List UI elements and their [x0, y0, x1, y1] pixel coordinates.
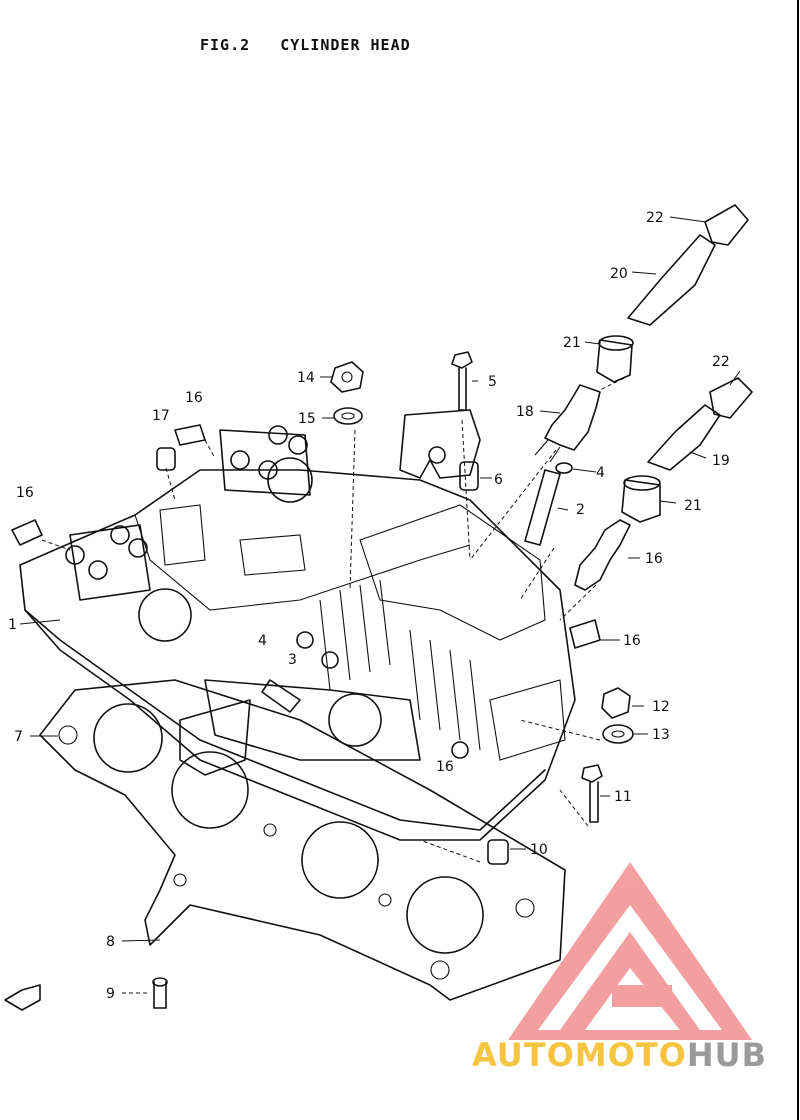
label-22-top: 22 [646, 210, 664, 226]
label-15: 15 [298, 411, 316, 427]
label-13: 13 [652, 727, 670, 743]
watermark-text-part2: HUB [686, 1036, 768, 1074]
guide-2 [524, 469, 561, 546]
watermark-text: AUTOMOTOHUB [472, 1036, 767, 1074]
intake-stub [179, 699, 251, 776]
plug-lead-20 [627, 234, 716, 326]
label-9: 9 [106, 986, 115, 1002]
label-14: 14 [297, 370, 315, 386]
label-4-top: 4 [596, 465, 605, 481]
watermark-text-part1: AUTOMOTO [472, 1036, 687, 1074]
plug-lead-19 [647, 404, 721, 471]
label-7: 7 [14, 729, 23, 745]
plug-cap-21b [621, 475, 661, 523]
nut-12 [601, 687, 631, 719]
nut-14 [330, 361, 364, 393]
bolt-9 [152, 977, 168, 1009]
cap-plug-16-right [569, 619, 601, 649]
watermark-logo [508, 862, 752, 1040]
label-10: 10 [530, 842, 548, 858]
right-border [797, 0, 799, 1120]
spark-plug-18 [534, 384, 601, 463]
bolt-11 [581, 764, 603, 823]
label-16-top: 16 [185, 390, 203, 406]
bolt-5 [451, 351, 473, 411]
label-3: 3 [288, 652, 297, 668]
plug-17 [156, 447, 176, 471]
label-16-right: 16 [623, 633, 641, 649]
label-16-bottom: 16 [436, 759, 454, 775]
label-18: 18 [516, 404, 534, 420]
label-12: 12 [652, 699, 670, 715]
label-1: 1 [8, 617, 17, 633]
label-6: 6 [494, 472, 503, 488]
label-20: 20 [610, 266, 628, 282]
cap-plug-16-left [11, 519, 43, 546]
label-5: 5 [488, 374, 497, 390]
cam-holder [399, 409, 481, 479]
dowel-6 [459, 461, 479, 491]
front-arrow-icon [4, 984, 41, 1011]
cap-plug-16-top [174, 424, 206, 446]
lead-cap-22a [704, 204, 749, 246]
label-16-left: 16 [16, 485, 34, 501]
label-11: 11 [614, 789, 632, 805]
washer-15 [333, 407, 363, 425]
label-4-head: 4 [258, 633, 267, 649]
plug-cap-21a [596, 335, 634, 383]
head-gasket [39, 679, 566, 1001]
spark-plug-16 [574, 519, 631, 591]
label-16-plug: 16 [645, 551, 663, 567]
washer-4 [555, 462, 573, 474]
label-19: 19 [712, 453, 730, 469]
label-21-top: 21 [563, 335, 581, 351]
washer-13 [602, 724, 634, 744]
label-17: 17 [152, 408, 170, 424]
cylinder-head-body [19, 425, 576, 841]
figure-title: FIG.2 CYLINDER HEAD [200, 36, 411, 54]
label-8: 8 [106, 934, 115, 950]
label-22-right: 22 [712, 354, 730, 370]
leader-lines [19, 216, 741, 994]
label-21-right: 21 [684, 498, 702, 514]
dowel-10 [487, 839, 509, 865]
label-2: 2 [576, 502, 585, 518]
